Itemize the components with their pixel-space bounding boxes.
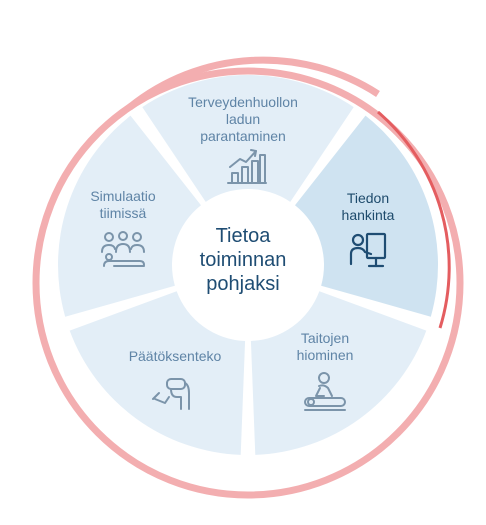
wheel-segments xyxy=(58,75,439,455)
wheel-segment-3 xyxy=(250,291,427,455)
wheel-segment-5 xyxy=(58,115,202,317)
segment-label-simulation: Simulaatio tiimissä xyxy=(90,188,156,221)
segment-label-quality: Terveydenhuollon ladun parantaminen xyxy=(188,94,298,144)
wheel-segment-2 xyxy=(294,115,439,317)
wheel-segment-1 xyxy=(142,75,354,202)
segment-label-decision-making: Päätöksenteko xyxy=(128,348,222,364)
segment-label-data-acquisition: Tiedon hankinta xyxy=(341,190,395,223)
center-circle xyxy=(175,192,311,328)
outer-ring-accent-arc xyxy=(377,110,451,329)
center-title: Tietoa toiminnan pohjaksi xyxy=(199,225,287,295)
team-people-icon xyxy=(101,231,145,267)
massage-therapy-icon xyxy=(304,372,346,411)
wheel-segment-4 xyxy=(69,291,246,455)
segment-label-skills: Taitojen hiominen xyxy=(296,330,354,363)
vr-headset-person-icon xyxy=(152,378,190,410)
person-screen-icon xyxy=(349,232,387,268)
outer-ring xyxy=(32,67,464,499)
outer-ring-top-arc xyxy=(127,56,380,110)
chart-growth-icon xyxy=(227,149,267,184)
